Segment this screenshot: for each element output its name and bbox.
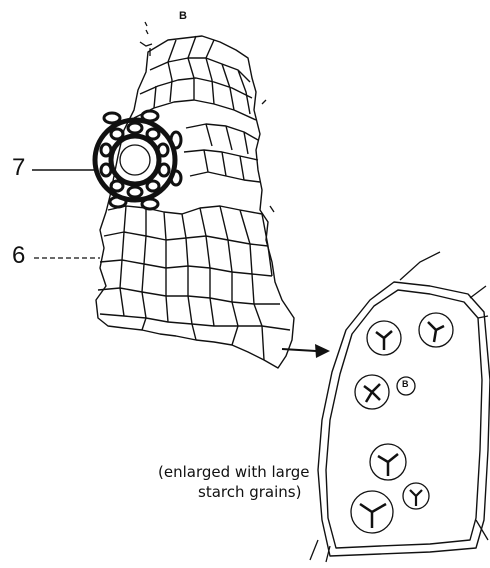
starch-grain bbox=[355, 375, 389, 409]
label-inset-small: B bbox=[402, 379, 409, 389]
label-top-letter: B bbox=[179, 10, 187, 22]
enlarged-cell bbox=[310, 252, 490, 562]
arrow-head bbox=[315, 344, 330, 358]
starch-grain bbox=[351, 491, 393, 533]
neighbour-walls bbox=[310, 252, 488, 562]
cell-wall-outer bbox=[318, 282, 490, 556]
lower-cell-walls bbox=[98, 206, 290, 360]
tissue-section bbox=[96, 22, 294, 368]
starch-grain bbox=[419, 313, 453, 347]
starch-grain bbox=[367, 321, 401, 355]
bundle-sheath-inner bbox=[111, 136, 159, 184]
cell-wall-inner bbox=[326, 290, 482, 548]
label-7: 7 bbox=[12, 154, 25, 182]
starch-grain bbox=[403, 483, 429, 509]
label-6: 6 bbox=[12, 242, 25, 270]
starch-grains bbox=[351, 313, 453, 533]
caption-line-1: (enlarged with large bbox=[158, 462, 310, 482]
starch-grain bbox=[370, 444, 406, 480]
caption-line-2: starch grains) bbox=[158, 482, 310, 502]
vascular-bundle bbox=[95, 111, 181, 209]
bundle-lumen bbox=[120, 145, 150, 175]
leader-lines bbox=[32, 170, 100, 258]
edge-notches bbox=[140, 22, 274, 212]
caption: (enlarged with large starch grains) bbox=[158, 462, 310, 502]
upper-cell-walls bbox=[134, 36, 260, 182]
